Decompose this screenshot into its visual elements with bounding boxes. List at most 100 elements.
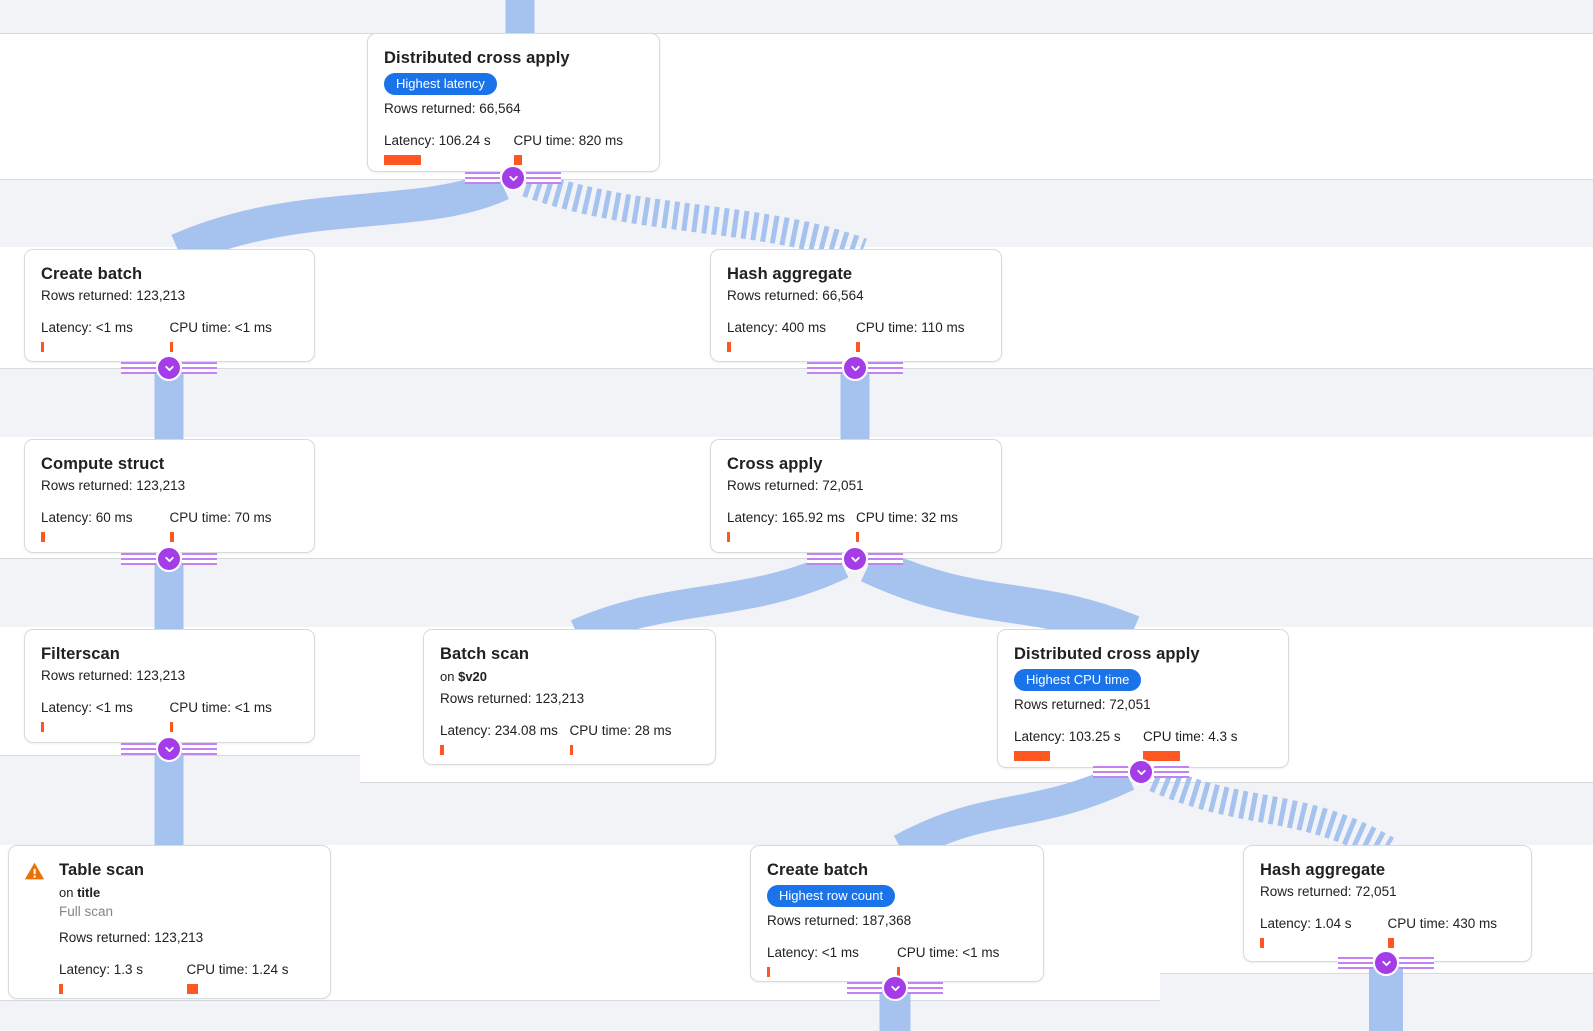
latency-bar (1260, 938, 1264, 948)
plan-node-create-batch-2[interactable]: Create batch Highest row count Rows retu… (750, 845, 1044, 982)
collapse-connector-cross-apply[interactable] (807, 546, 903, 572)
plan-node-table-scan[interactable]: Table scan on title Full scan Rows retur… (8, 845, 331, 999)
latency-label: Latency: <1 ms (41, 320, 133, 335)
latency-bar (1014, 751, 1050, 761)
chevron-down-icon (1373, 950, 1399, 976)
connector-stripe (1399, 957, 1434, 969)
connector-stripe (807, 362, 842, 374)
chevron-down-icon (156, 736, 182, 762)
node-title: Create batch (41, 265, 143, 283)
collapse-connector-compute-struct[interactable] (121, 546, 217, 572)
chevron-down-icon (1128, 759, 1154, 785)
rows-returned: Rows returned: 123,213 (59, 930, 204, 945)
latency-label: Latency: <1 ms (767, 945, 859, 960)
cpu-time-label: CPU time: 430 ms (1387, 916, 1498, 931)
plan-node-create-batch-1[interactable]: Create batch Rows returned: 123,213 Late… (24, 249, 315, 362)
plan-node-filterscan[interactable]: Filterscan Rows returned: 123,213 Latenc… (24, 629, 315, 743)
chevron-down-icon (842, 546, 868, 572)
node-title: Batch scan (440, 645, 530, 663)
cpu-time-bar (1387, 938, 1394, 948)
latency-label: Latency: 234.08 ms (440, 723, 558, 738)
row-band-1 (0, 33, 1593, 180)
latency-bar (767, 967, 770, 977)
collapse-connector-hash-aggregate-1[interactable] (807, 355, 903, 381)
latency-bar (727, 532, 730, 542)
connector-stripe (868, 362, 903, 374)
connector-stripe (908, 982, 943, 994)
cpu-time-label: CPU time: 1.24 s (186, 962, 289, 977)
edge-dca-right-to-create-batch-2 (893, 762, 1135, 863)
node-title: Distributed cross apply (1014, 645, 1200, 663)
latency-bar (727, 342, 731, 352)
connector-stripe (182, 553, 217, 565)
cpu-time-bar (856, 342, 860, 352)
connector-stripe (1154, 766, 1189, 778)
connector-stripe (847, 982, 882, 994)
warning-icon (24, 861, 45, 887)
rows-returned: Rows returned: 72,051 (1260, 884, 1397, 899)
cpu-time-label: CPU time: <1 ms (169, 700, 272, 715)
plan-node-compute-struct[interactable]: Compute struct Rows returned: 123,213 La… (24, 439, 315, 553)
latency-label: Latency: 165.92 ms (727, 510, 845, 525)
latency-bar (41, 532, 45, 542)
latency-bar (41, 342, 44, 352)
node-title: Hash aggregate (727, 265, 853, 283)
collapse-connector-create-batch-1[interactable] (121, 355, 217, 381)
rows-returned: Rows returned: 187,368 (767, 913, 912, 928)
cpu-time-label: CPU time: 28 ms (569, 723, 672, 738)
latency-label: Latency: 1.3 s (59, 962, 144, 977)
chevron-down-icon (156, 546, 182, 572)
connector-stripe (1093, 766, 1128, 778)
collapse-connector-hash-aggregate-2[interactable] (1338, 950, 1434, 976)
cpu-time-label: CPU time: <1 ms (897, 945, 1000, 960)
plan-node-batch-scan[interactable]: Batch scan on $v20 Rows returned: 123,21… (423, 629, 716, 765)
latency-label: Latency: 1.04 s (1260, 916, 1352, 931)
edge-cross-apply-to-dca-right (860, 546, 1140, 652)
latency-label: Latency: 60 ms (41, 510, 133, 525)
cpu-time-bar (897, 967, 900, 977)
node-title: Create batch (767, 861, 869, 879)
connector-stripe (526, 172, 561, 184)
rows-returned: Rows returned: 123,213 (41, 668, 186, 683)
plan-node-cross-apply[interactable]: Cross apply Rows returned: 72,051 Latenc… (710, 439, 1002, 553)
cpu-time-label: CPU time: 4.3 s (1143, 729, 1238, 744)
cpu-time-label: CPU time: <1 ms (169, 320, 272, 335)
latency-bar (440, 745, 444, 755)
plan-node-distributed-cross-apply-right[interactable]: Distributed cross apply Highest CPU time… (997, 629, 1289, 768)
cpu-time-bar (169, 532, 174, 542)
rows-returned: Rows returned: 72,051 (727, 478, 864, 493)
collapse-connector-filterscan[interactable] (121, 736, 217, 762)
plan-node-hash-aggregate-1[interactable]: Hash aggregate Rows returned: 66,564 Lat… (710, 249, 1002, 362)
cpu-time-bar (513, 155, 522, 165)
connector-stripe (182, 362, 217, 374)
latency-label: Latency: <1 ms (41, 700, 133, 715)
rows-returned: Rows returned: 66,564 (727, 288, 864, 303)
node-title: Table scan (59, 861, 145, 879)
collapse-connector-create-batch-2[interactable] (847, 975, 943, 1001)
chevron-down-icon (842, 355, 868, 381)
edge-dca-right-to-hash-aggregate-2 (1149, 765, 1394, 863)
rows-returned: Rows returned: 72,051 (1014, 697, 1151, 712)
node-title: Distributed cross apply (384, 49, 570, 67)
highest-cpu-time-badge: Highest CPU time (1014, 669, 1142, 691)
scan-target: on $v20 (440, 669, 488, 684)
collapse-connector-root[interactable] (465, 165, 561, 191)
cpu-time-bar (186, 984, 198, 994)
cpu-time-bar (569, 745, 573, 755)
edge-root-to-hash-aggregate-1 (522, 169, 867, 266)
latency-bar (384, 155, 421, 165)
plan-node-hash-aggregate-2[interactable]: Hash aggregate Rows returned: 72,051 Lat… (1243, 845, 1532, 962)
collapse-connector-dca-right[interactable] (1093, 759, 1189, 785)
rows-returned: Rows returned: 123,213 (41, 478, 186, 493)
node-title: Hash aggregate (1260, 861, 1386, 879)
node-title: Filterscan (41, 645, 120, 663)
rows-returned: Rows returned: 123,213 (41, 288, 186, 303)
cpu-time-label: CPU time: 820 ms (513, 133, 624, 148)
connector-stripe (1338, 957, 1373, 969)
cpu-time-label: CPU time: 70 ms (169, 510, 272, 525)
rows-returned: Rows returned: 66,564 (384, 101, 521, 116)
node-title: Cross apply (727, 455, 823, 473)
plan-node-distributed-cross-apply-top[interactable]: Distributed cross apply Highest latency … (367, 33, 660, 172)
connector-stripe (121, 553, 156, 565)
